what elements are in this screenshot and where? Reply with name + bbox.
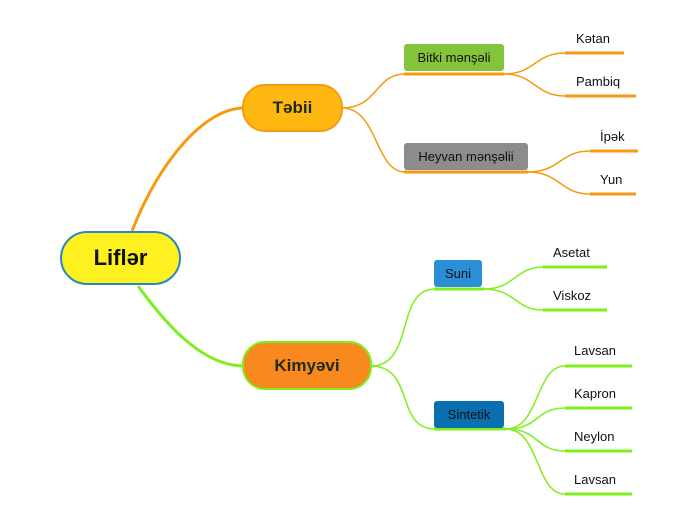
link-heyvan-ipek bbox=[527, 150, 591, 173]
link-sintetik-lavsan1 bbox=[505, 365, 566, 430]
link-sintetik-lavsan2 bbox=[505, 428, 566, 495]
sub-heyvan-menseli[interactable]: Heyvan mənşəlii bbox=[404, 143, 528, 170]
link-tebii-bitki bbox=[341, 73, 406, 109]
link-suni-viskoz bbox=[483, 288, 544, 311]
link-bitki-ketan bbox=[503, 52, 566, 75]
sub-bitki-menseli[interactable]: Bitki mənşəli bbox=[404, 44, 504, 71]
leaf-yun[interactable]: Yun bbox=[600, 172, 623, 187]
link-kimyevi-suni bbox=[370, 288, 436, 367]
link-heyvan-yun bbox=[527, 171, 591, 195]
leaf-lavsan-2[interactable]: Lavsan bbox=[574, 472, 616, 487]
link-tebii-heyvan bbox=[341, 107, 406, 173]
branch-kimyevi[interactable]: Kimyəvi bbox=[242, 341, 372, 390]
leaf-kapron[interactable]: Kapron bbox=[574, 386, 616, 401]
leaf-neylon[interactable]: Neylon bbox=[574, 429, 615, 444]
link-bitki-pambiq bbox=[503, 73, 566, 97]
sub-sintetik[interactable]: Sintetik bbox=[434, 401, 504, 428]
leaf-ipek[interactable]: İpək bbox=[600, 129, 625, 144]
branch-tebii[interactable]: Təbii bbox=[242, 84, 343, 132]
leaf-pambiq[interactable]: Pambiq bbox=[576, 74, 621, 89]
sub-suni[interactable]: Suni bbox=[434, 260, 482, 287]
leaf-lavsan-1[interactable]: Lavsan bbox=[574, 343, 616, 358]
leaf-viskoz[interactable]: Viskoz bbox=[553, 288, 592, 303]
link-sintetik-neylon bbox=[505, 428, 566, 452]
root-node[interactable]: Liflər bbox=[60, 231, 181, 285]
link-sintetik-kapron bbox=[505, 407, 566, 430]
link-root-tebii bbox=[130, 106, 245, 232]
link-kimyevi-sintetik bbox=[370, 365, 436, 430]
leaf-ketan[interactable]: Kətan bbox=[576, 31, 610, 46]
leaf-asetat[interactable]: Asetat bbox=[553, 245, 590, 260]
link-root-kimyevi bbox=[136, 285, 245, 368]
link-suni-asetat bbox=[483, 266, 544, 290]
